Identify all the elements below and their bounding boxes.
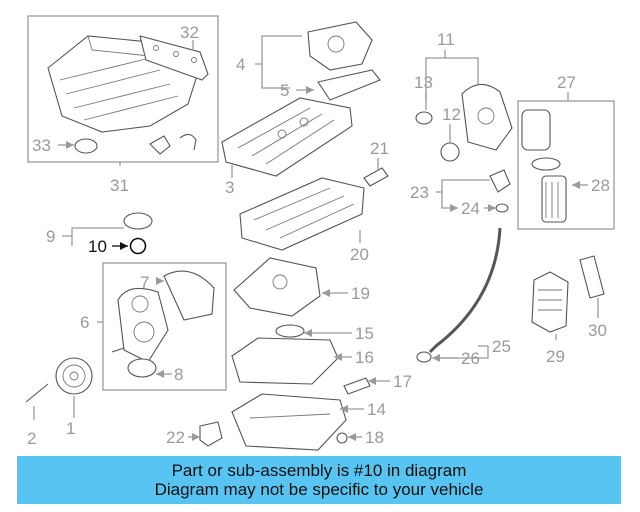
callout-31: 31 xyxy=(110,176,129,195)
callout-19: 19 xyxy=(351,284,370,303)
callout-numbers: 1 2 3 4 5 6 7 8 9 10 11 12 13 14 15 16 1… xyxy=(27,23,610,448)
seal-15-drawing xyxy=(275,324,305,338)
gasket-5-drawing xyxy=(317,69,381,101)
gasket-7-drawing xyxy=(163,270,215,321)
bracket-21-drawing xyxy=(363,167,389,187)
callout-9: 9 xyxy=(46,227,55,246)
callout-4: 4 xyxy=(236,55,245,74)
callout-30: 30 xyxy=(588,321,607,340)
bolt-2-drawing xyxy=(25,347,125,403)
oil-filter-group-box xyxy=(517,100,615,230)
callout-26: 26 xyxy=(461,349,480,368)
seal-12-drawing xyxy=(440,142,460,162)
drain-plug-18-drawing xyxy=(336,432,348,444)
seal-26-drawing xyxy=(416,351,432,363)
callout-33: 33 xyxy=(32,136,51,155)
banner-line-2: Diagram may not be specific to your vehi… xyxy=(154,480,484,499)
callout-10: 10 xyxy=(88,237,107,256)
callout-2: 2 xyxy=(27,429,36,448)
callout-21: 21 xyxy=(370,139,389,158)
oil-pump-19-drawing xyxy=(233,257,321,317)
callout-8: 8 xyxy=(174,365,183,384)
seal-8-drawing xyxy=(127,358,157,378)
info-banner: Part or sub-assembly is #10 in diagram D… xyxy=(17,456,621,504)
callout-16: 16 xyxy=(355,348,374,367)
seal-33-drawing xyxy=(74,138,98,154)
arrowheads xyxy=(66,86,580,441)
callout-7: 7 xyxy=(140,273,149,292)
callout-15: 15 xyxy=(355,324,374,343)
pulley-1-drawing xyxy=(55,357,93,395)
callout-23: 23 xyxy=(410,183,429,202)
timing-cover-11-drawing xyxy=(461,83,513,151)
dipstick-tube-25-drawing xyxy=(428,227,502,354)
callout-29: 29 xyxy=(546,347,565,366)
o-ring-10-drawing xyxy=(129,237,147,255)
valve-cover-3-drawing xyxy=(221,97,353,177)
callout-18: 18 xyxy=(365,428,384,447)
sensor-hose-drawing xyxy=(149,133,197,155)
plug-13-drawing xyxy=(415,111,433,125)
callout-17: 17 xyxy=(393,372,412,391)
callout-22: 22 xyxy=(166,428,185,447)
intake-gasket-32-drawing xyxy=(139,35,209,81)
cylinder-head-20-drawing xyxy=(239,177,365,251)
callout-32: 32 xyxy=(180,23,199,42)
callout-25: 25 xyxy=(492,337,511,356)
intake-manifold-group-box xyxy=(27,15,219,163)
callout-5: 5 xyxy=(280,81,289,100)
sensor-23-drawing xyxy=(489,169,511,193)
callout-11: 11 xyxy=(437,30,455,49)
gasket-16-drawing xyxy=(231,337,339,385)
callout-6: 6 xyxy=(80,313,89,332)
cap-9-drawing xyxy=(123,212,153,230)
sensor-22-drawing xyxy=(199,421,223,447)
exploded-parts-diagram: 1 2 3 4 5 6 7 8 9 10 11 12 13 14 15 16 1… xyxy=(25,15,615,451)
timing-cover-6-drawing xyxy=(117,287,169,363)
callout-12: 12 xyxy=(442,105,461,124)
bracket-17-drawing xyxy=(343,377,371,395)
banner-line-1: Part or sub-assembly is #10 in diagram xyxy=(171,461,467,480)
timing-cover-group-box xyxy=(102,262,227,391)
callout-14: 14 xyxy=(367,400,386,419)
callout-24: 24 xyxy=(461,199,480,218)
callout-13: 13 xyxy=(414,73,433,92)
oil-filter-27-drawing xyxy=(521,109,567,223)
highlight-arrowhead xyxy=(120,242,128,250)
oil-cooler-29-drawing xyxy=(531,271,569,333)
cam-housing-4-drawing xyxy=(307,21,373,71)
callout-20: 20 xyxy=(350,245,369,264)
gasket-30-drawing xyxy=(579,255,605,299)
callout-27: 27 xyxy=(557,73,576,92)
seal-24-drawing xyxy=(495,203,509,213)
oil-pan-14-drawing xyxy=(231,393,347,451)
callout-3: 3 xyxy=(225,178,234,197)
callout-1: 1 xyxy=(66,419,75,438)
callout-28: 28 xyxy=(591,176,610,195)
